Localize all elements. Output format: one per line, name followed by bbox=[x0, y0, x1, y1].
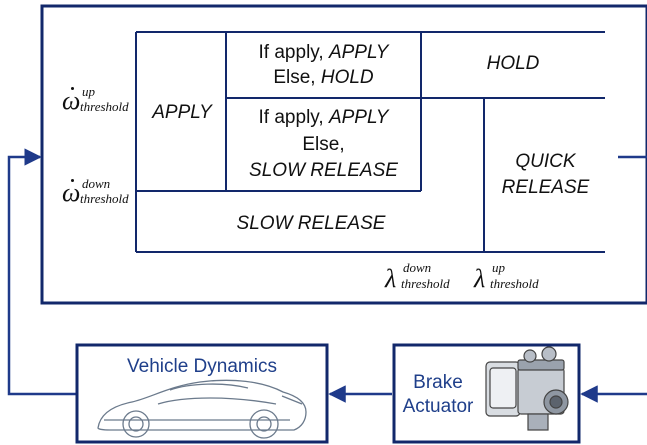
omega-up-sup: up bbox=[82, 84, 95, 99]
cell-quick-line: QUICK bbox=[515, 151, 576, 172]
cell-apply-word: APPLY bbox=[328, 42, 389, 63]
lambda-down-sub: threshold bbox=[401, 276, 450, 291]
omega-symbol: ω bbox=[62, 178, 81, 207]
cell-apply-slow-line1: If apply, APPLY bbox=[228, 106, 419, 130]
lambda-symbol: λ bbox=[385, 264, 397, 293]
omega-down-sub: threshold bbox=[80, 191, 129, 206]
omega-down-sup: down bbox=[82, 176, 111, 191]
lambda-up-threshold-label: λ up threshold bbox=[474, 258, 546, 293]
vehicle-dynamics-block bbox=[75, 343, 329, 444]
controller-frame bbox=[40, 4, 647, 305]
abs-module-icon bbox=[485, 346, 569, 431]
vehicle-dynamics-label: Vehicle Dynamics bbox=[127, 356, 277, 377]
omega-dot bbox=[71, 87, 74, 90]
omega-symbol: ω bbox=[62, 86, 81, 115]
feedback-connector bbox=[7, 148, 76, 396]
brake-actuator-label-line2: Actuator bbox=[402, 396, 474, 417]
cell-if-apply-text: If apply, bbox=[258, 42, 329, 63]
omega-up-sub: threshold bbox=[80, 99, 129, 114]
cell-apply-word-2: APPLY bbox=[328, 107, 389, 128]
cell-slow-release: SLOW RELEASE bbox=[236, 213, 386, 234]
sports-car-icon bbox=[97, 379, 307, 439]
cell-apply: APPLY bbox=[152, 102, 212, 123]
lambda-up-sup: up bbox=[492, 260, 505, 275]
lambda-up-sub: threshold bbox=[490, 276, 539, 291]
cell-hold: HOLD bbox=[486, 53, 540, 74]
cell-hold-word: HOLD bbox=[320, 67, 374, 88]
cell-apply-hold-line2: Else, HOLD bbox=[228, 66, 419, 90]
decision-table-grid bbox=[135, 31, 605, 253]
cell-else-text: Else, bbox=[273, 67, 321, 88]
cell-release-line: RELEASE bbox=[501, 177, 590, 198]
cell-else-line: Else, bbox=[302, 134, 345, 155]
lambda-down-sup: down bbox=[403, 260, 432, 275]
omega-dot bbox=[71, 179, 74, 182]
brake-actuator-label-line1: Brake bbox=[413, 372, 463, 393]
cell-if-apply-text-2: If apply, bbox=[258, 107, 329, 128]
omega-down-threshold-label: ω down threshold bbox=[62, 176, 134, 210]
lambda-symbol: λ bbox=[474, 264, 486, 293]
cell-apply-hold-line1: If apply, APPLY bbox=[228, 41, 419, 65]
cell-slow-release-word: SLOW RELEASE bbox=[249, 160, 398, 181]
omega-up-threshold-label: ω up threshold bbox=[62, 84, 134, 118]
lambda-down-threshold-label: λ down threshold bbox=[385, 258, 457, 293]
